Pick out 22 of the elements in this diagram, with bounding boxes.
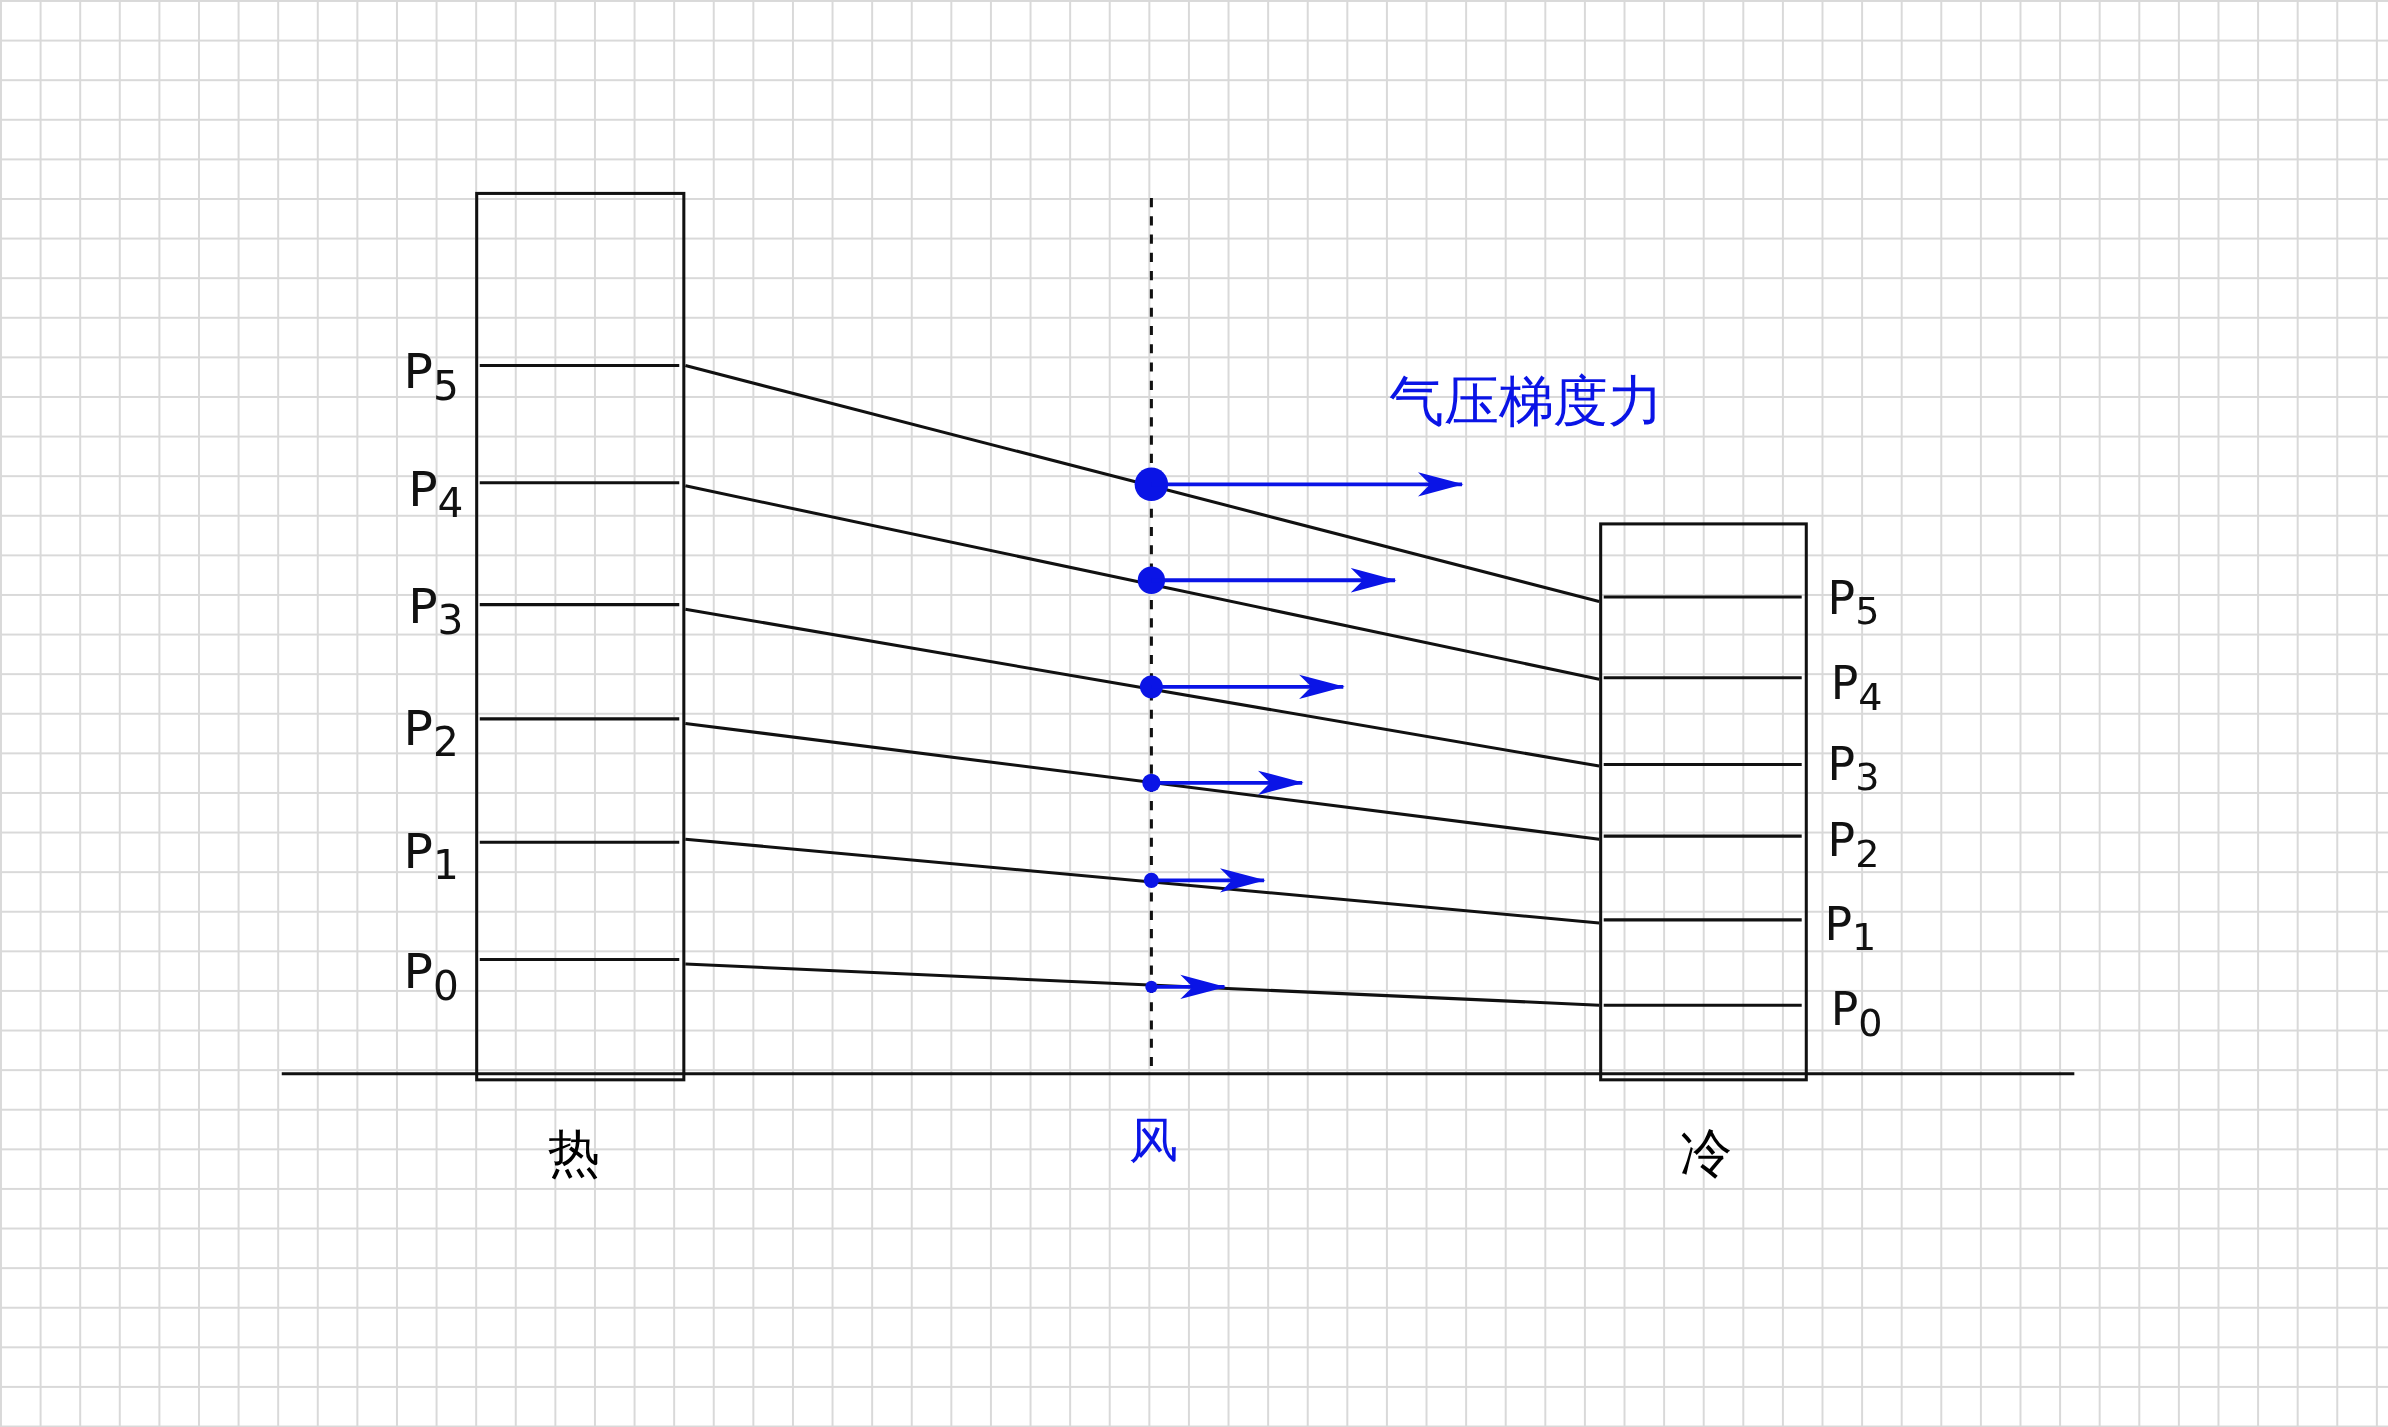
pressure-label: P$_{3}$ [408, 581, 464, 642]
isobar-line [684, 364, 1600, 604]
pressure-label: P$_{3}$ [1827, 741, 1880, 797]
isobar-line [685, 607, 1600, 768]
isobar-line [685, 837, 1600, 925]
pressure-label: P$_{4}$ [1830, 661, 1883, 716]
isobar-line [685, 484, 1600, 681]
isobar-line [685, 721, 1600, 841]
pressure-label: P$_{0}$ [1830, 986, 1883, 1042]
pressure-label: P$_{1}$ [1824, 901, 1877, 957]
pressure-label: P$_{5}$ [403, 347, 459, 407]
wind-label: 风 [1128, 1116, 1178, 1166]
pressure-label: P$_{2}$ [1827, 817, 1880, 873]
force-label: 气压梯度力 [1389, 374, 1664, 430]
column-heading: 热 [548, 1127, 601, 1179]
pressure-label: P$_{5}$ [1827, 575, 1880, 631]
isobar-line [685, 962, 1600, 1007]
column-heading: 冷 [1679, 1127, 1732, 1179]
pressure-label: P$_{4}$ [408, 464, 464, 524]
pressure-label: P$_{1}$ [403, 827, 459, 887]
pressure-label: P$_{0}$ [403, 947, 459, 1007]
pressure-label: P$_{2}$ [403, 703, 459, 764]
